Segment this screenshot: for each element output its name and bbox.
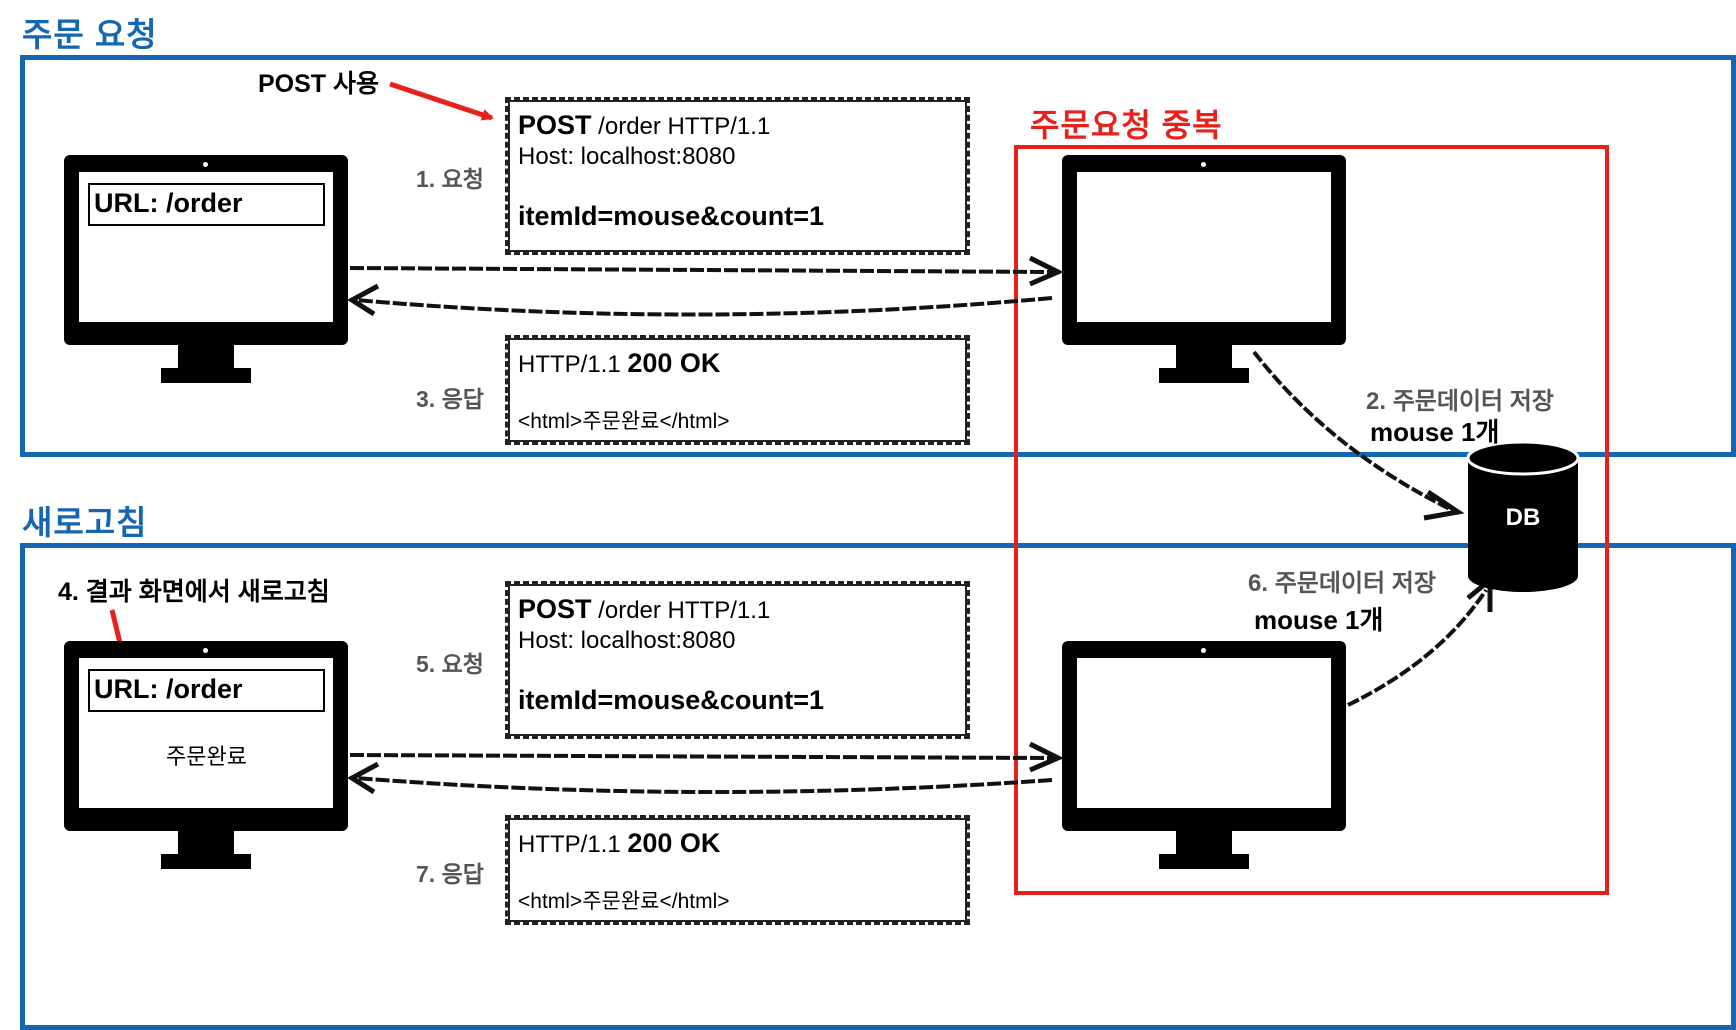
bottom-client-url-bar[interactable]: URL: /order	[88, 669, 325, 712]
top-response-status: 200 OK	[627, 348, 721, 378]
top-request-path: /order HTTP/1.1	[591, 113, 771, 140]
bottom-response-message: HTTP/1.1 200 OK <html>주문완료</html>	[505, 815, 970, 925]
bottom-response-arrow	[347, 761, 1053, 795]
refresh-panel	[20, 543, 1736, 1030]
bottom-request-path: /order HTTP/1.1	[591, 597, 771, 624]
bottom-request-body: itemId=mouse&count=1	[518, 685, 825, 715]
duplicate-order-title: 주문요청 중복	[1030, 107, 1223, 143]
top-response-arrow	[347, 283, 1053, 317]
post-use-red-arrow	[389, 81, 494, 121]
top-response-message: HTTP/1.1 200 OK <html>주문완료</html>	[505, 335, 970, 445]
top-request-host: Host: localhost:8080	[518, 143, 736, 170]
top-request-arrow	[349, 255, 1064, 287]
bottom-request-method: POST	[518, 594, 592, 624]
top-request-method: POST	[518, 110, 592, 140]
order-request-section-title: 주문 요청	[22, 16, 158, 53]
bottom-request-host: Host: localhost:8080	[518, 627, 736, 654]
bottom-response-version: HTTP/1.1	[518, 831, 628, 858]
top-response-body: <html>주문완료</html>	[518, 410, 730, 433]
bottom-client-monitor: URL: /order 주문완료	[64, 641, 349, 871]
post-use-note: POST 사용	[258, 70, 380, 98]
top-response-step: 3. 응답	[416, 386, 484, 412]
bottom-response-body: <html>주문완료</html>	[518, 890, 730, 913]
top-client-url-bar[interactable]: URL: /order	[88, 183, 325, 226]
bottom-client-screen-text: 주문완료	[166, 744, 247, 769]
save-to-db-arrow-top	[1252, 350, 1465, 521]
top-response-version: HTTP/1.1	[518, 351, 628, 378]
top-request-body: itemId=mouse&count=1	[518, 201, 825, 231]
order-request-panel	[20, 55, 1736, 457]
bottom-save-value: mouse 1개	[1254, 605, 1384, 635]
bottom-response-status: 200 OK	[627, 828, 721, 858]
bottom-request-arrow	[349, 741, 1064, 773]
refresh-note: 4. 결과 화면에서 새로고침	[58, 578, 330, 606]
top-request-message: POST /order HTTP/1.1 Host: localhost:808…	[505, 97, 970, 255]
bottom-save-note: 6. 주문데이터 저장	[1248, 570, 1436, 597]
database-label: DB	[1505, 504, 1541, 531]
save-to-db-arrow-bottom	[1347, 574, 1493, 707]
database-icon	[1466, 440, 1580, 592]
bottom-request-step: 5. 요청	[416, 651, 484, 677]
bottom-server-monitor	[1062, 641, 1347, 871]
top-request-step: 1. 요청	[416, 166, 484, 192]
refresh-section-title: 새로고침	[22, 504, 148, 541]
top-save-value: mouse 1개	[1370, 417, 1500, 447]
top-server-monitor	[1062, 155, 1347, 385]
duplicate-order-box	[1014, 145, 1609, 895]
bottom-response-step: 7. 응답	[416, 861, 484, 887]
bottom-request-message: POST /order HTTP/1.1 Host: localhost:808…	[505, 581, 970, 739]
top-client-monitor: URL: /order	[64, 155, 349, 385]
top-save-note: 2. 주문데이터 저장	[1366, 388, 1554, 415]
